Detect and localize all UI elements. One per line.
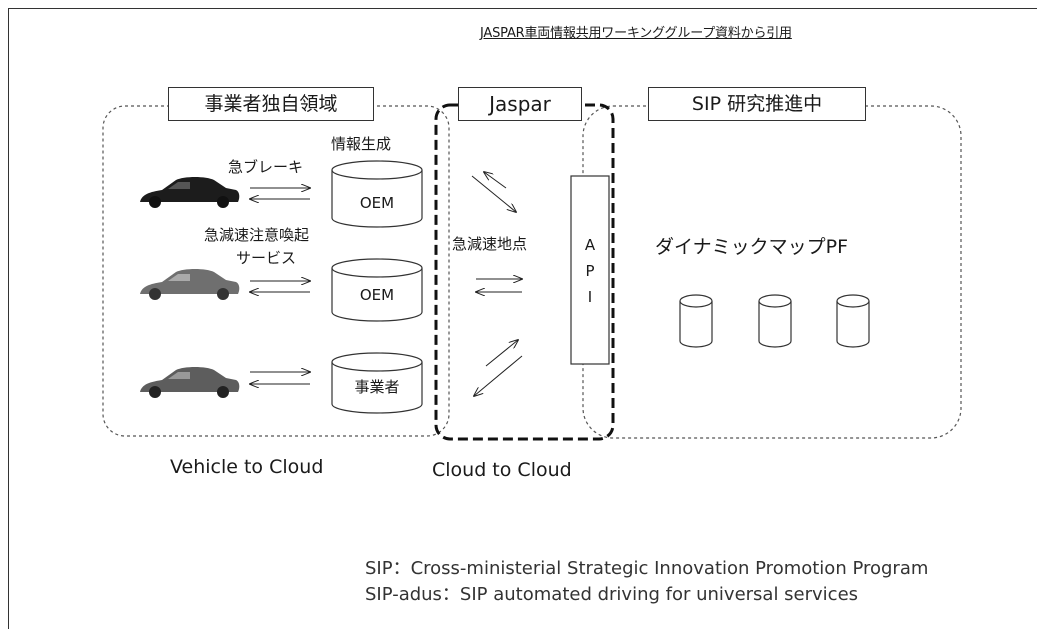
api-letter: I <box>587 288 593 306</box>
service-label: サービス <box>236 249 297 267</box>
db-label: OEM <box>359 194 395 212</box>
api-letter: P <box>585 262 595 280</box>
car-icon <box>140 367 240 398</box>
database-icon <box>331 258 423 322</box>
database-icon <box>331 352 423 414</box>
database-icon <box>331 160 423 228</box>
footnote-sip: SIP：Cross-ministerial Strategic Innovati… <box>365 558 929 579</box>
api-box <box>570 175 610 365</box>
api-letter: A <box>584 236 596 254</box>
vehicle-region-label: 事業者独自領域 <box>168 87 374 121</box>
database-icon <box>758 294 792 348</box>
citation-text: JASPAR車両情報共用ワーキンググループ資料から引用 <box>480 26 792 41</box>
footnote-sip-adus: SIP-adus：SIP automated driving for unive… <box>365 584 859 605</box>
info-generation-label: 情報生成 <box>331 135 392 153</box>
sudden-decel-alert-label: 急減速注意喚起 <box>204 226 310 244</box>
sudden-decel-point-label: 急減速地点 <box>452 235 528 253</box>
arrow-icon <box>485 340 518 367</box>
db-label: OEM <box>359 286 395 304</box>
dynamic-map-pf-label: ダイナミックマップPF <box>655 236 849 258</box>
database-icon <box>836 294 870 348</box>
page-frame <box>8 8 1037 629</box>
arrow-icon <box>474 355 523 396</box>
car-icon <box>140 269 240 300</box>
sip-region-box <box>582 105 962 439</box>
diagram-canvas <box>102 103 962 441</box>
arrow-icon <box>471 175 516 212</box>
sudden-brake-label: 急ブレーキ <box>228 158 304 176</box>
car-icon <box>140 177 240 208</box>
sip-region-label: SIP 研究推進中 <box>648 87 866 121</box>
jaspar-region-box <box>434 103 615 441</box>
vehicle-to-cloud-caption: Vehicle to Cloud <box>170 456 324 478</box>
cloud-to-cloud-caption: Cloud to Cloud <box>432 459 572 481</box>
database-icon <box>679 294 713 348</box>
jaspar-label: Jaspar <box>458 87 582 121</box>
db-label: 事業者 <box>354 378 400 396</box>
arrow-icon <box>484 172 507 189</box>
